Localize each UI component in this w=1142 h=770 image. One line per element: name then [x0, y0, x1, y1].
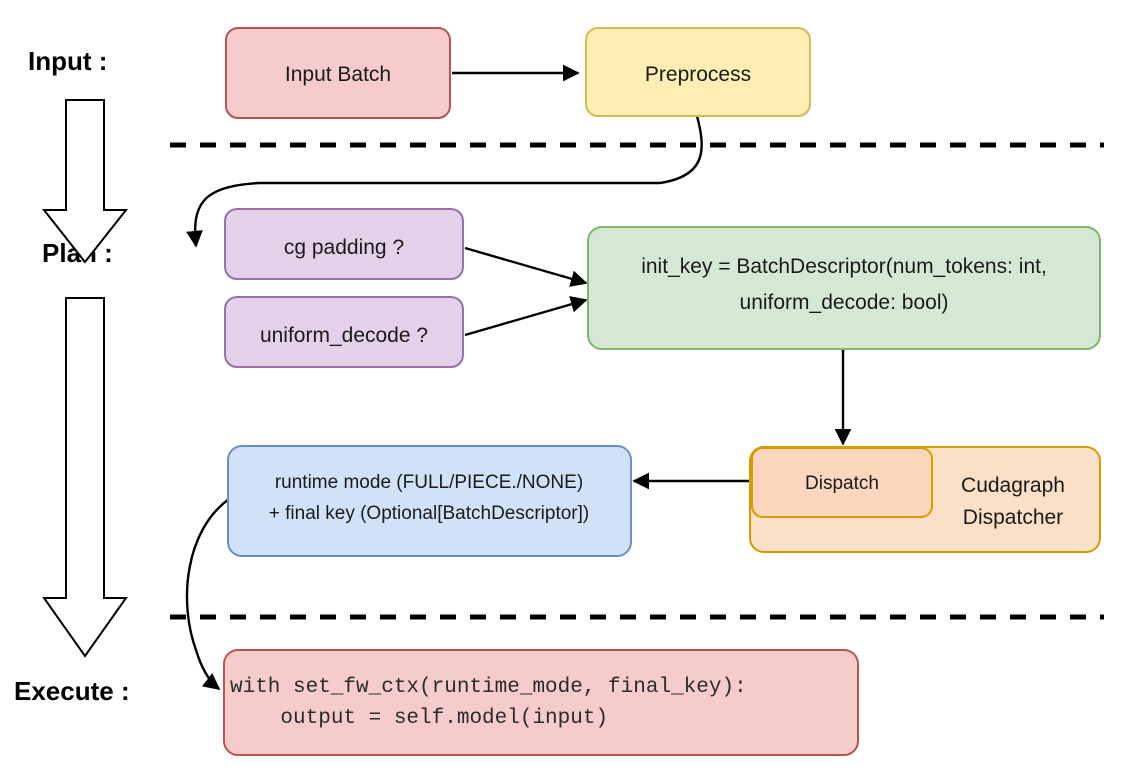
node-runtime-mode-label-line2: + final key (Optional[BatchDescriptor]) — [269, 503, 590, 524]
node-dispatch-label: Dispatch — [805, 473, 879, 494]
edge-preprocess-to-plan — [186, 115, 703, 248]
node-dispatch[interactable]: Dispatch — [751, 447, 933, 518]
node-cg-padding-shape — [224, 208, 464, 280]
flow-arrow-plan-to-execute-icon — [42, 297, 128, 658]
node-cg-padding-label: cg padding ? — [284, 236, 404, 259]
node-runtime-mode[interactable]: runtime mode (FULL/PIECE./NONE) + final … — [227, 445, 632, 557]
node-execute-code-shape — [223, 649, 859, 756]
node-execute-code-line1: with set_fw_ctx(runtime_mode, final_key)… — [230, 676, 747, 699]
node-runtime-mode-label-line1: runtime mode (FULL/PIECE./NONE) — [275, 472, 583, 493]
node-input-batch-shape — [225, 27, 451, 119]
node-input-batch-label: Input Batch — [285, 63, 391, 86]
node-runtime-mode-shape — [227, 445, 632, 557]
flow-arrow-input-to-plan-icon — [41, 99, 129, 264]
node-init-key-label-line1: init_key = BatchDescriptor(num_tokens: i… — [641, 255, 1047, 278]
node-input-batch[interactable]: Input Batch — [225, 27, 451, 119]
node-execute-code[interactable]: with set_fw_ctx(runtime_mode, final_key)… — [223, 649, 859, 756]
node-cudagraph-dispatcher-label-line2: Dispatcher — [963, 506, 1063, 529]
node-preprocess[interactable]: Preprocess — [585, 27, 811, 117]
stage-label-input: Input : — [28, 46, 107, 76]
stage-label-execute: Execute : — [14, 676, 130, 706]
node-cg-padding[interactable]: cg padding ? — [224, 208, 464, 280]
node-cudagraph-dispatcher-label-line1: Cudagraph — [961, 474, 1065, 497]
node-preprocess-label: Preprocess — [645, 63, 751, 86]
node-init-key[interactable]: init_key = BatchDescriptor(num_tokens: i… — [587, 226, 1101, 350]
node-init-key-shape — [587, 226, 1101, 350]
node-init-key-label-line2: uniform_decode: bool) — [740, 291, 949, 314]
node-dispatch-shape — [751, 447, 933, 518]
node-execute-code-line2: output = self.model(input) — [230, 707, 608, 730]
node-uniform-decode[interactable]: uniform_decode ? — [224, 296, 464, 368]
edge-cgpadding-to-initkey — [464, 246, 588, 287]
node-preprocess-shape — [585, 27, 811, 117]
edge-runtimemode-to-execute — [185, 498, 230, 691]
node-uniform-decode-shape — [224, 296, 464, 368]
edge-uniformdecode-to-initkey — [464, 296, 588, 337]
node-uniform-decode-label: uniform_decode ? — [260, 324, 428, 347]
